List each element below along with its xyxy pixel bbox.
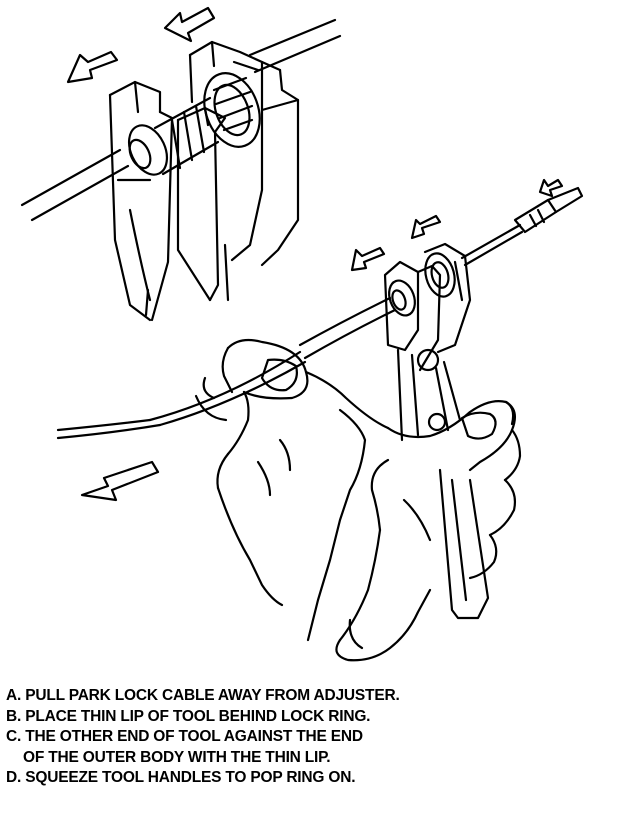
tool-plate-middle <box>178 108 228 300</box>
tool-illustration <box>0 0 624 665</box>
lock-ring-detail <box>122 65 270 180</box>
arrow-cable-tip <box>540 180 562 196</box>
hands <box>196 340 520 660</box>
instruction-c: C. THE OTHER END OF TOOL AGAINST THE END <box>6 728 363 745</box>
tool-jaw-right <box>190 42 298 265</box>
instruction-d: D. SQUEEZE TOOL HANDLES TO POP RING ON. <box>6 769 356 786</box>
main-view <box>58 180 582 660</box>
snap-ring-tool <box>385 244 470 440</box>
arrow-double-main <box>412 216 440 238</box>
cable-detail <box>22 20 340 220</box>
instruction-a: A. PULL PARK LOCK CABLE AWAY FROM ADJUST… <box>6 687 400 704</box>
tool-jaw-left <box>110 82 172 320</box>
arrow-right-detail <box>68 52 117 82</box>
instruction-list: A. PULL PARK LOCK CABLE AWAY FROM ADJUST… <box>6 686 618 789</box>
arrow-left-detail <box>165 8 214 41</box>
tool-handle <box>440 470 488 618</box>
park-lock-cable <box>58 188 582 438</box>
instruction-b: B. PLACE THIN LIP OF TOOL BEHIND LOCK RI… <box>6 707 371 725</box>
arrow-left-main <box>82 462 158 500</box>
instruction-c-continued: OF THE OUTER BODY WITH THE THIN LIP. <box>23 748 331 766</box>
detail-view <box>22 8 340 320</box>
arrow-right-main <box>352 248 384 270</box>
